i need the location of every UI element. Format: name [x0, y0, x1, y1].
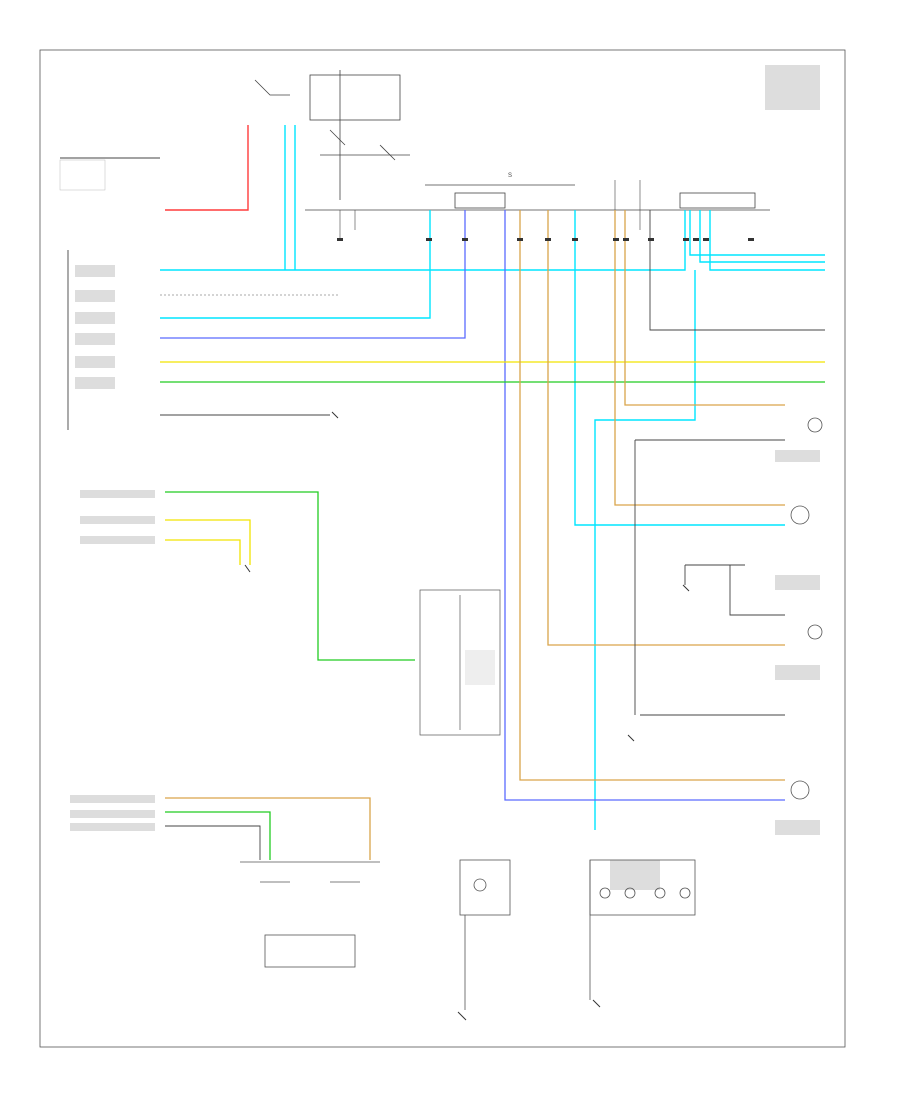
ground-symbols [244, 411, 690, 1021]
left-labels [59, 159, 155, 831]
wires-tan [165, 210, 785, 860]
wires-cyan [160, 125, 825, 830]
fuse-block [254, 70, 756, 209]
wires-blue [160, 210, 785, 801]
diagram-frame [39, 49, 846, 1048]
lamp-symbols [790, 417, 823, 800]
connector-pins [339, 180, 641, 240]
pin-markers [337, 238, 754, 241]
wires-green [160, 381, 825, 860]
right-labels [610, 65, 820, 890]
bottom-components [240, 859, 696, 1010]
wires-black [60, 157, 825, 860]
wire-red [165, 125, 249, 211]
center-module [419, 589, 501, 736]
wire-yellow [160, 361, 825, 565]
splice-label: S [508, 173, 512, 179]
